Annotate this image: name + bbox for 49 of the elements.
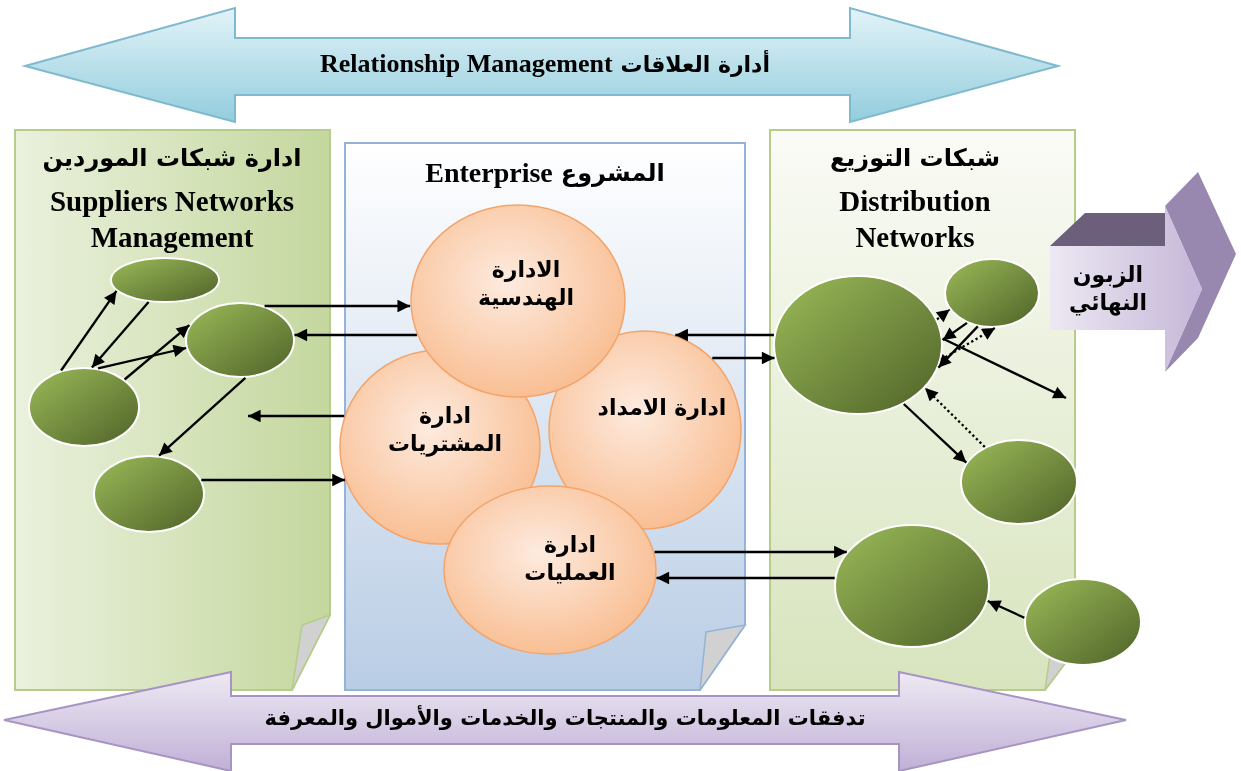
arrow [158,376,247,457]
arrow [123,324,191,381]
ellipse [960,439,1078,525]
arrow [940,326,996,361]
ellipse [773,275,943,415]
panel-heading: Suppliers Networks Management [48,183,296,255]
arrow [294,328,417,342]
arrow [248,409,345,423]
arrow [942,337,1067,400]
panel-heading: المشروع [560,159,665,187]
circle [443,485,657,655]
ellipse [834,524,990,648]
panel [15,130,331,691]
circle [410,204,626,398]
arrow [675,328,774,342]
arrow [903,403,968,464]
arrow [201,473,345,487]
panel-heading: ادارة شبكات الموردين [41,143,303,173]
circle-label: الادارة الهندسية [477,255,575,311]
ellipse [944,258,1040,328]
block-arrow [1050,172,1236,372]
ellipse [93,455,205,533]
arrow [60,290,118,372]
circle-label: ادارة المشتريات [386,401,504,457]
arrow [942,321,968,341]
panel-heading: شبكات التوزيع [828,143,1002,173]
arrow [654,545,847,559]
ellipse [1024,578,1142,666]
circle-label: ادارة العمليات [523,530,617,586]
panel-heading: Enterprise [425,157,553,189]
arrow [656,571,835,585]
arrow-label: أدارة العلاقات [620,51,770,77]
arrow [924,387,986,448]
arrow [712,351,775,365]
ellipse [110,257,220,303]
arrow [937,325,979,369]
arrow [987,599,1025,619]
arrow [264,299,411,313]
arrow-label: الزبون النهائي [1067,260,1149,316]
arrow-label: Relationship Management [320,49,613,79]
arrow [91,301,150,369]
panel-heading: Distribution Networks [838,183,992,255]
ellipse [28,367,140,447]
arrow-label: تدفقات المعلومات والمنتجات والخدمات والأموال والمعرفة [264,704,866,732]
arrow [935,308,951,323]
double-arrow [4,672,1126,771]
circle-label: ادارة الامداد [596,394,728,422]
arrow [97,344,187,370]
ellipse [185,302,295,378]
